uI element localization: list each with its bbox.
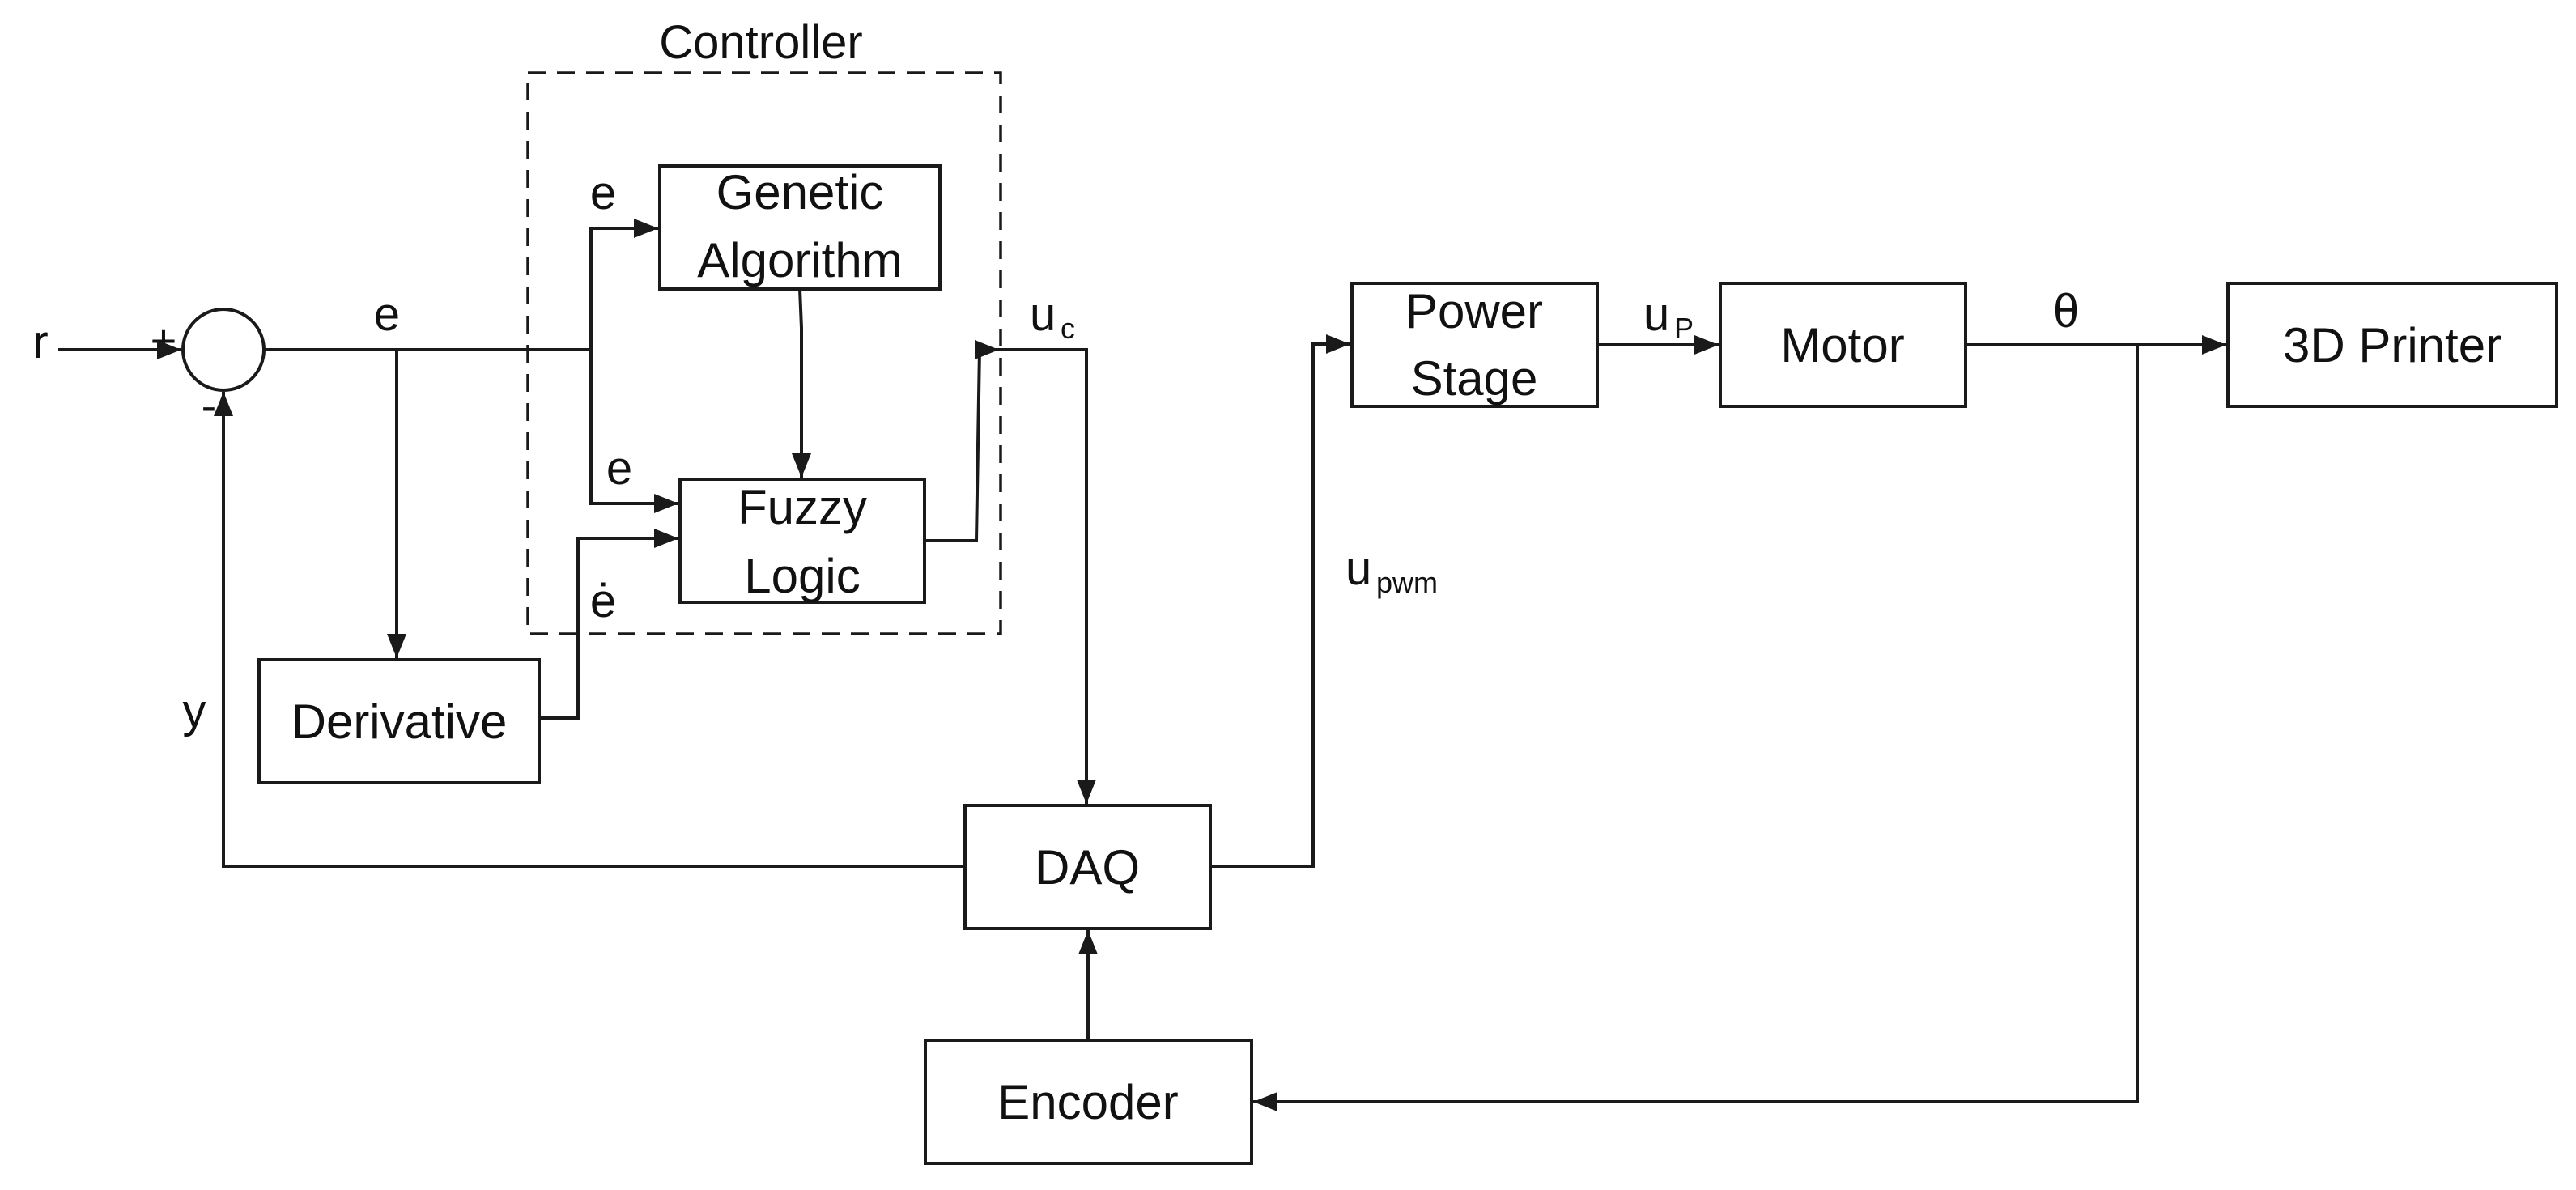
error-fuzzy-label: e — [606, 442, 632, 495]
derivative-block: Derivative — [257, 658, 541, 784]
uc-to-daq-arrow — [999, 348, 1096, 804]
summing-junction — [181, 308, 266, 392]
upwm-label-sub: pwm — [1376, 566, 1438, 599]
3d-printer-block: 3D Printer — [2226, 282, 2558, 408]
uc-label-sub: c — [1061, 312, 1075, 345]
power-stage-label-line1: Power — [1405, 284, 1543, 338]
fuzzy-logic-label-line2: Logic — [744, 549, 860, 603]
motor-label: Motor — [1780, 318, 1904, 372]
uc-label-main: u — [1030, 288, 1056, 341]
minus-sign: - — [202, 380, 217, 431]
feedback-y-arrow — [214, 392, 965, 868]
upwm-label-main: u — [1345, 542, 1371, 595]
uc-label: u c — [1030, 288, 1075, 345]
controller-title: Controller — [659, 16, 862, 69]
derivative-to-fuzzy-arrow — [539, 529, 678, 720]
upwm-label: u pwm — [1345, 542, 1438, 599]
motor-block: Motor — [1719, 282, 1967, 408]
up-label: u P — [1643, 288, 1694, 345]
error-derivative-label: ė — [590, 575, 616, 627]
fuzzy-logic-block: Fuzzy Logic — [678, 478, 926, 604]
fuzzy-output-arrow — [925, 340, 999, 542]
reference-label: r — [32, 316, 48, 368]
up-label-sub: P — [1674, 312, 1694, 345]
feedback-y-label: y — [183, 685, 206, 737]
error-to-fuzzy-arrow — [589, 350, 678, 513]
power-stage-label-line2: Stage — [1411, 351, 1538, 406]
fuzzy-logic-label-line1: Fuzzy — [738, 480, 867, 534]
genetic-algorithm-label-line2: Algorithm — [697, 233, 902, 287]
daq-block: DAQ — [963, 804, 1212, 930]
controller-boundary — [526, 71, 1002, 635]
3d-printer-label: 3D Printer — [2283, 318, 2502, 372]
plus-sign: + — [151, 315, 177, 366]
ga-to-fuzzy-arrow — [792, 288, 811, 478]
up-label-main: u — [1643, 288, 1669, 341]
encoder-block: Encoder — [924, 1039, 1253, 1165]
theta-to-encoder-arrow — [1253, 345, 2139, 1111]
error-label: e — [374, 288, 400, 341]
theta-label: θ — [2053, 285, 2079, 338]
error-ga-label: e — [590, 167, 616, 219]
derivative-label: Derivative — [291, 695, 508, 749]
genetic-algorithm-label-line1: Genetic — [716, 165, 884, 219]
genetic-algorithm-block: Genetic Algorithm — [658, 164, 942, 291]
encoder-label: Encoder — [997, 1075, 1178, 1129]
power-stage-block: Power Stage — [1350, 282, 1599, 408]
daq-label: DAQ — [1035, 840, 1140, 895]
daq-to-power-stage-arrow — [1210, 334, 1350, 868]
error-to-ga-arrow — [589, 219, 658, 350]
